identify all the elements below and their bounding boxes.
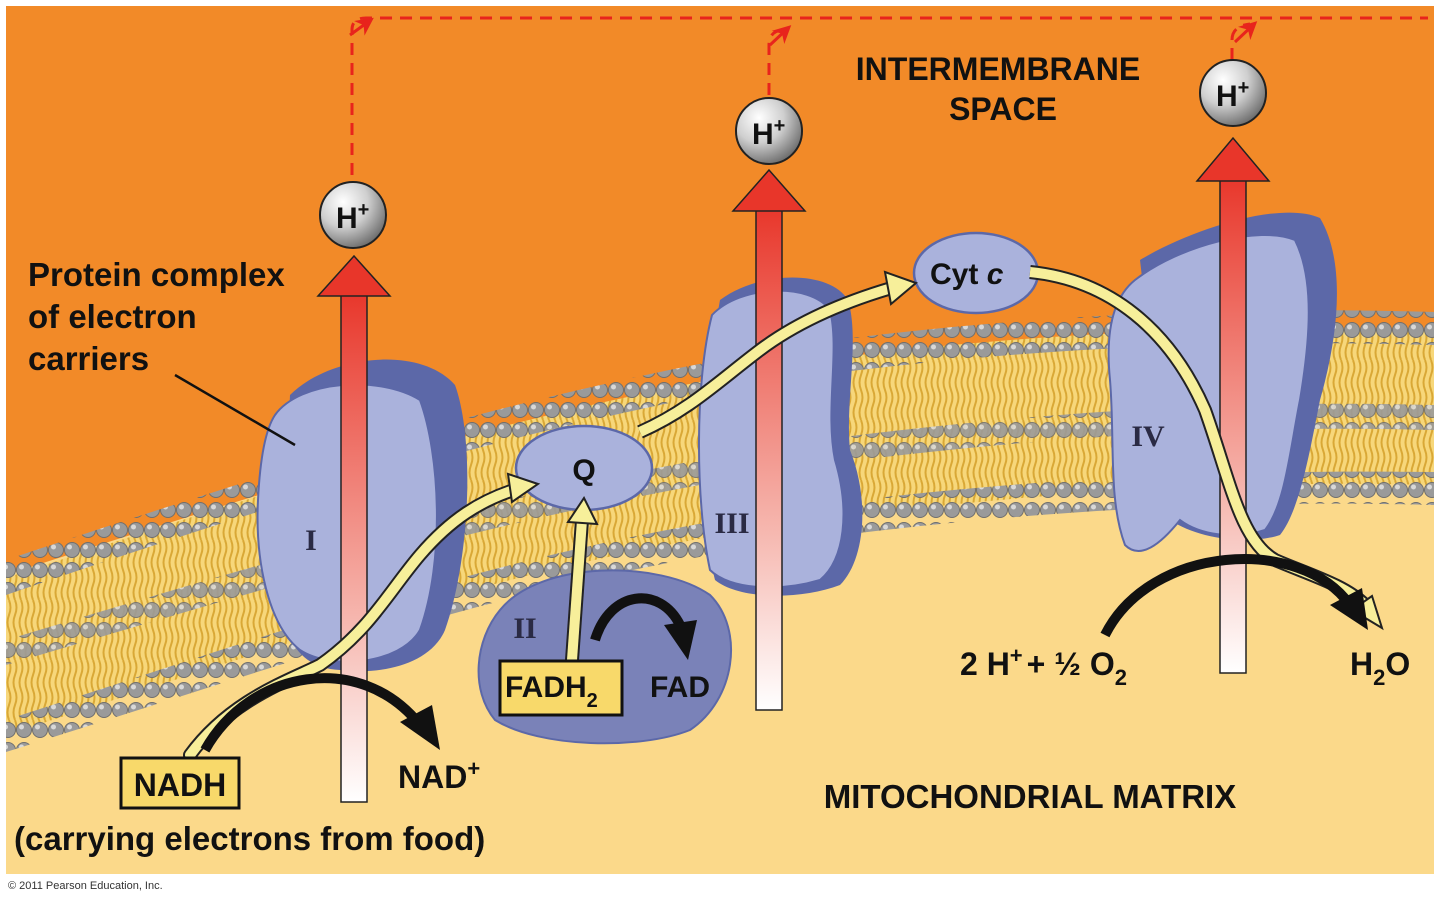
complex-III-label: III	[714, 507, 749, 540]
water-o: O	[1385, 646, 1410, 682]
fadh2-label-sub: 2	[587, 690, 598, 712]
reaction-lhs: 2 H	[960, 646, 1010, 682]
reaction-plus: +	[1010, 643, 1023, 668]
svg-text:H+: H+	[1216, 77, 1249, 113]
proton-ion-3: H+	[1199, 59, 1267, 127]
proton-ion-2: H+	[735, 97, 803, 165]
proton-arrow-IV	[1195, 136, 1271, 674]
nad-label-plus: +	[467, 756, 480, 781]
oxygen-reaction-arrow	[1100, 554, 1355, 638]
cytc-label: Cyt c	[930, 258, 1004, 291]
q-label: Q	[572, 454, 595, 487]
fadh2-label-text: FADH	[505, 671, 587, 704]
proton-ion-2-plus: +	[774, 115, 786, 137]
cytc-label-italic: c	[987, 258, 1004, 291]
complex-I-label: I	[305, 524, 317, 557]
fadh2-reaction-arrowhead	[664, 620, 697, 660]
reaction-mid: + ½ O	[1027, 646, 1115, 682]
nadh-label: NADH	[134, 767, 226, 803]
proton-arrow-III	[731, 168, 807, 711]
callout-line2: of electron	[28, 298, 197, 335]
nadh-note: (carrying electrons from food)	[14, 820, 485, 857]
reaction-sub: 2	[1115, 665, 1127, 690]
intermembrane-label-line1: INTERMEMBRANE	[856, 51, 1140, 87]
water-h: H	[1350, 646, 1373, 682]
copyright-notice: © 2011 Pearson Education, Inc.	[8, 880, 163, 892]
callout-line1: Protein complex	[28, 256, 285, 293]
dashed-arrowhead-2	[768, 25, 792, 47]
proton-ion-1-plus: +	[358, 199, 370, 221]
callout-leader-line	[174, 373, 296, 447]
complex-II	[477, 569, 732, 745]
complex-II-label: II	[513, 612, 536, 645]
complex-IV-label: IV	[1131, 420, 1165, 453]
callout-line3: carriers	[28, 340, 149, 377]
proton-ion-3-h: H	[1216, 80, 1238, 113]
oxygen-reaction-label: 2 H++ ½ O2	[960, 643, 1127, 690]
proton-ion-2-h: H	[752, 118, 774, 151]
matrix-label: MITOCHONDRIAL MATRIX	[824, 778, 1236, 815]
electron-path	[183, 265, 1384, 762]
nadh-reaction-arrow	[200, 673, 424, 753]
oxygen-reaction-arrowhead	[1330, 588, 1368, 630]
water-label: H2O	[1350, 646, 1410, 690]
nadh-reaction-arrowhead	[400, 705, 440, 750]
fad-label: FAD	[650, 671, 710, 704]
dashed-arrowhead-3	[1233, 21, 1258, 44]
fadh2-reaction-arrow	[590, 593, 685, 642]
nadh-box	[119, 756, 241, 810]
svg-text:H+: H+	[336, 199, 369, 235]
proton-ion-1: H+	[319, 181, 387, 249]
cytc-label-text: Cyt	[930, 258, 978, 291]
dashed-arrowhead-1	[349, 17, 374, 37]
proton-ion-1-h: H	[336, 202, 358, 235]
fadh2-box	[498, 659, 624, 717]
water-sub: 2	[1373, 665, 1385, 690]
nad-label-text: NAD	[398, 759, 467, 795]
intermembrane-label-line2: SPACE	[949, 91, 1057, 127]
proton-arrow-I	[316, 254, 392, 803]
fadh2-label: FADH2	[505, 671, 598, 712]
proton-ion-3-plus: +	[1238, 77, 1250, 99]
nad-plus-label: NAD+	[398, 756, 480, 795]
svg-text:H+: H+	[752, 115, 785, 151]
